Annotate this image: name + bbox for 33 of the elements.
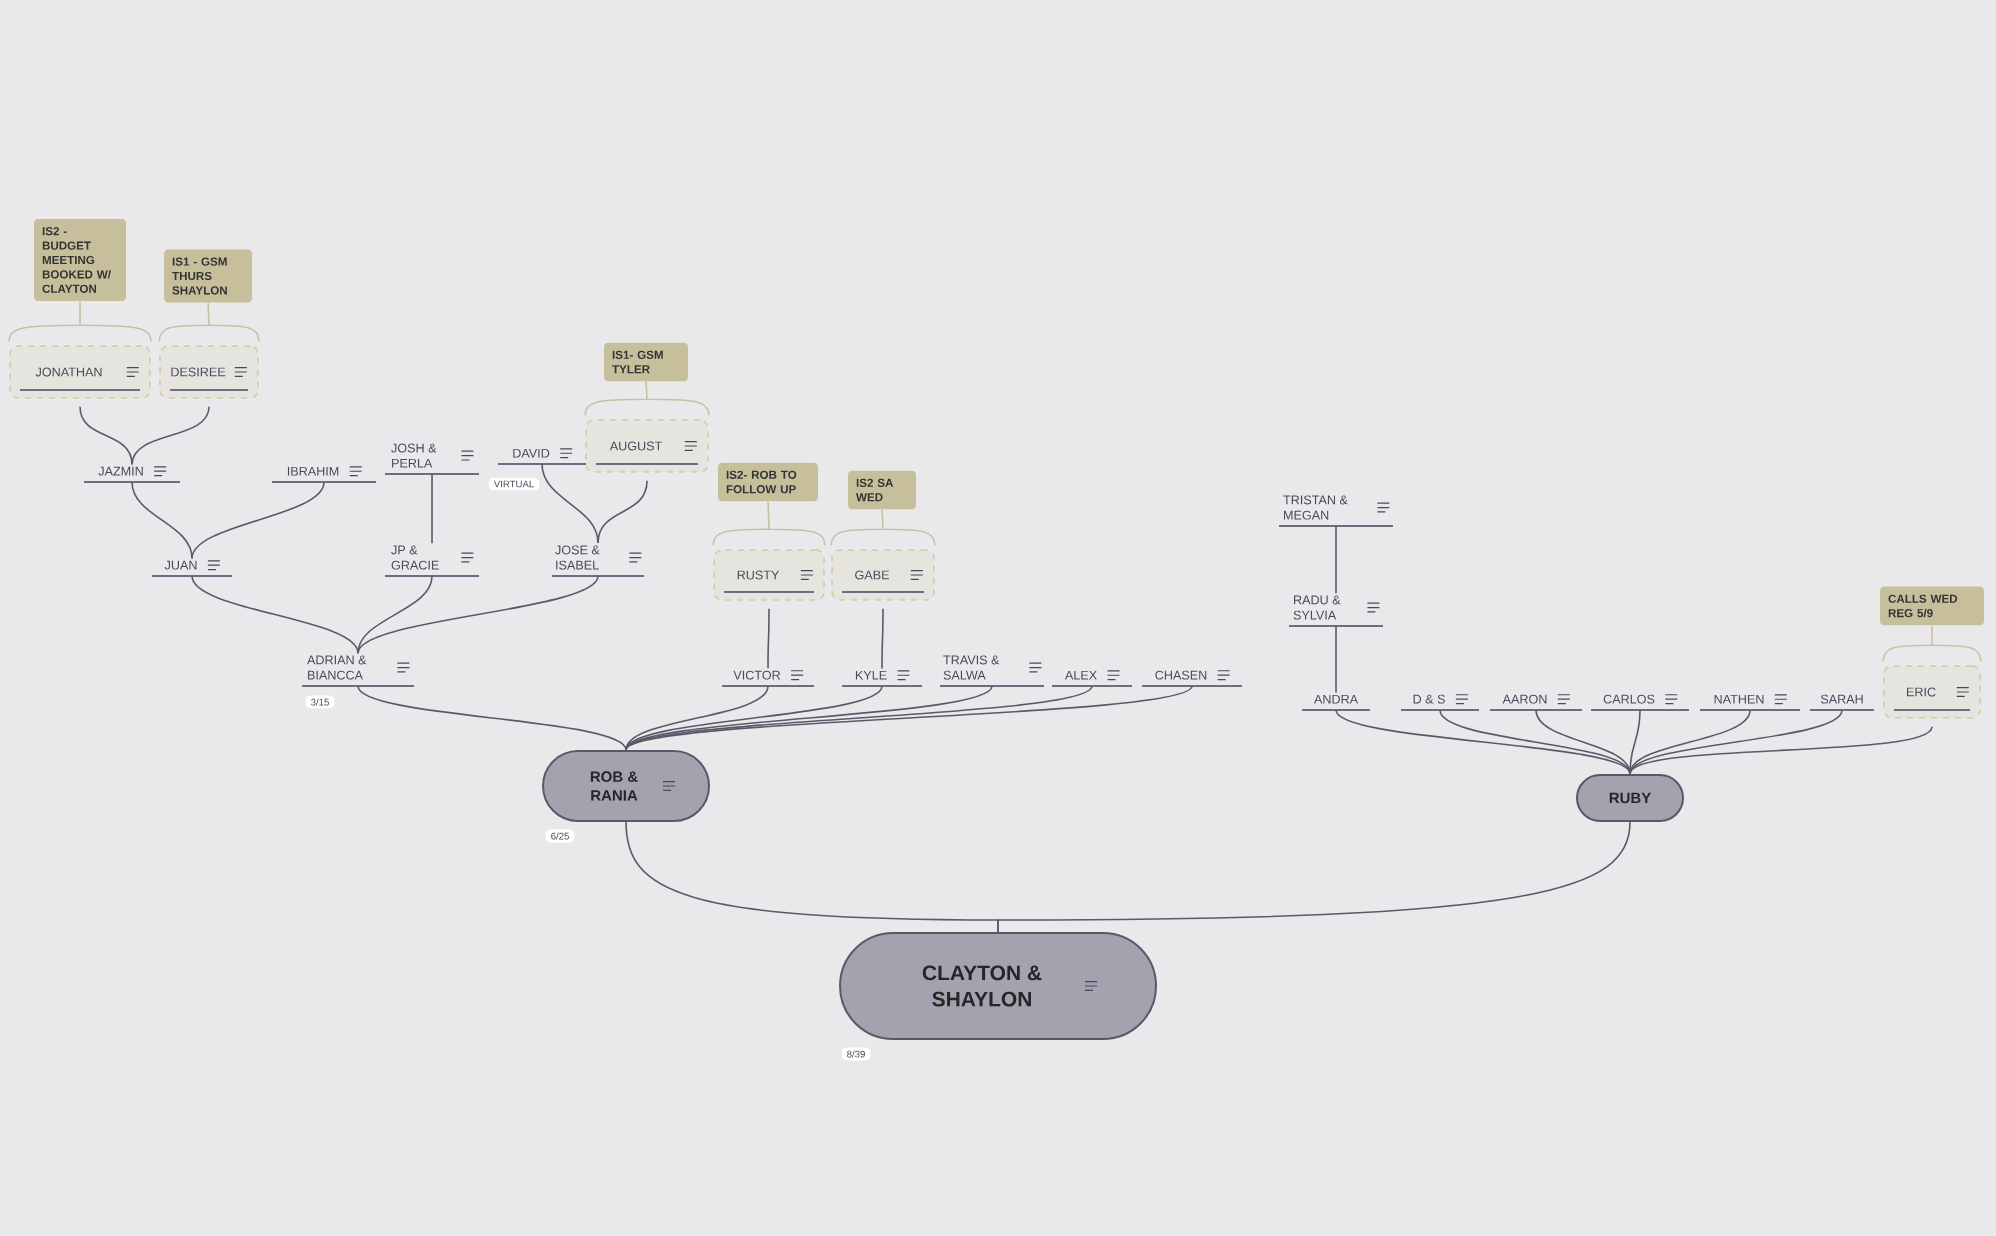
connector bbox=[625, 685, 993, 751]
connector bbox=[541, 463, 599, 544]
connector bbox=[131, 481, 193, 560]
topic-pill: CLAYTON & SHAYLON bbox=[839, 932, 1157, 1040]
connector bbox=[191, 481, 325, 560]
connector bbox=[1629, 709, 1751, 775]
connector bbox=[1335, 709, 1631, 775]
connector bbox=[1335, 525, 1337, 594]
connector bbox=[625, 685, 1093, 751]
connector bbox=[1629, 726, 1933, 775]
connector bbox=[1535, 709, 1631, 775]
connector bbox=[625, 685, 883, 751]
connector bbox=[431, 473, 433, 544]
connector bbox=[625, 685, 769, 751]
connector bbox=[1629, 709, 1641, 775]
connector bbox=[357, 685, 627, 751]
connector bbox=[584, 380, 710, 416]
connector bbox=[79, 406, 133, 466]
connector bbox=[830, 508, 936, 546]
connector bbox=[1335, 625, 1337, 694]
connector bbox=[1882, 624, 1982, 662]
connector bbox=[997, 821, 1631, 933]
connector bbox=[357, 575, 433, 654]
connector bbox=[767, 608, 770, 670]
connector bbox=[191, 575, 359, 654]
connector bbox=[1439, 709, 1631, 775]
connector bbox=[1629, 709, 1843, 775]
connector bbox=[357, 575, 599, 654]
connector bbox=[881, 608, 884, 670]
connector bbox=[131, 406, 210, 466]
connector bbox=[625, 685, 1193, 751]
connector bbox=[158, 302, 260, 342]
connector bbox=[597, 480, 648, 544]
